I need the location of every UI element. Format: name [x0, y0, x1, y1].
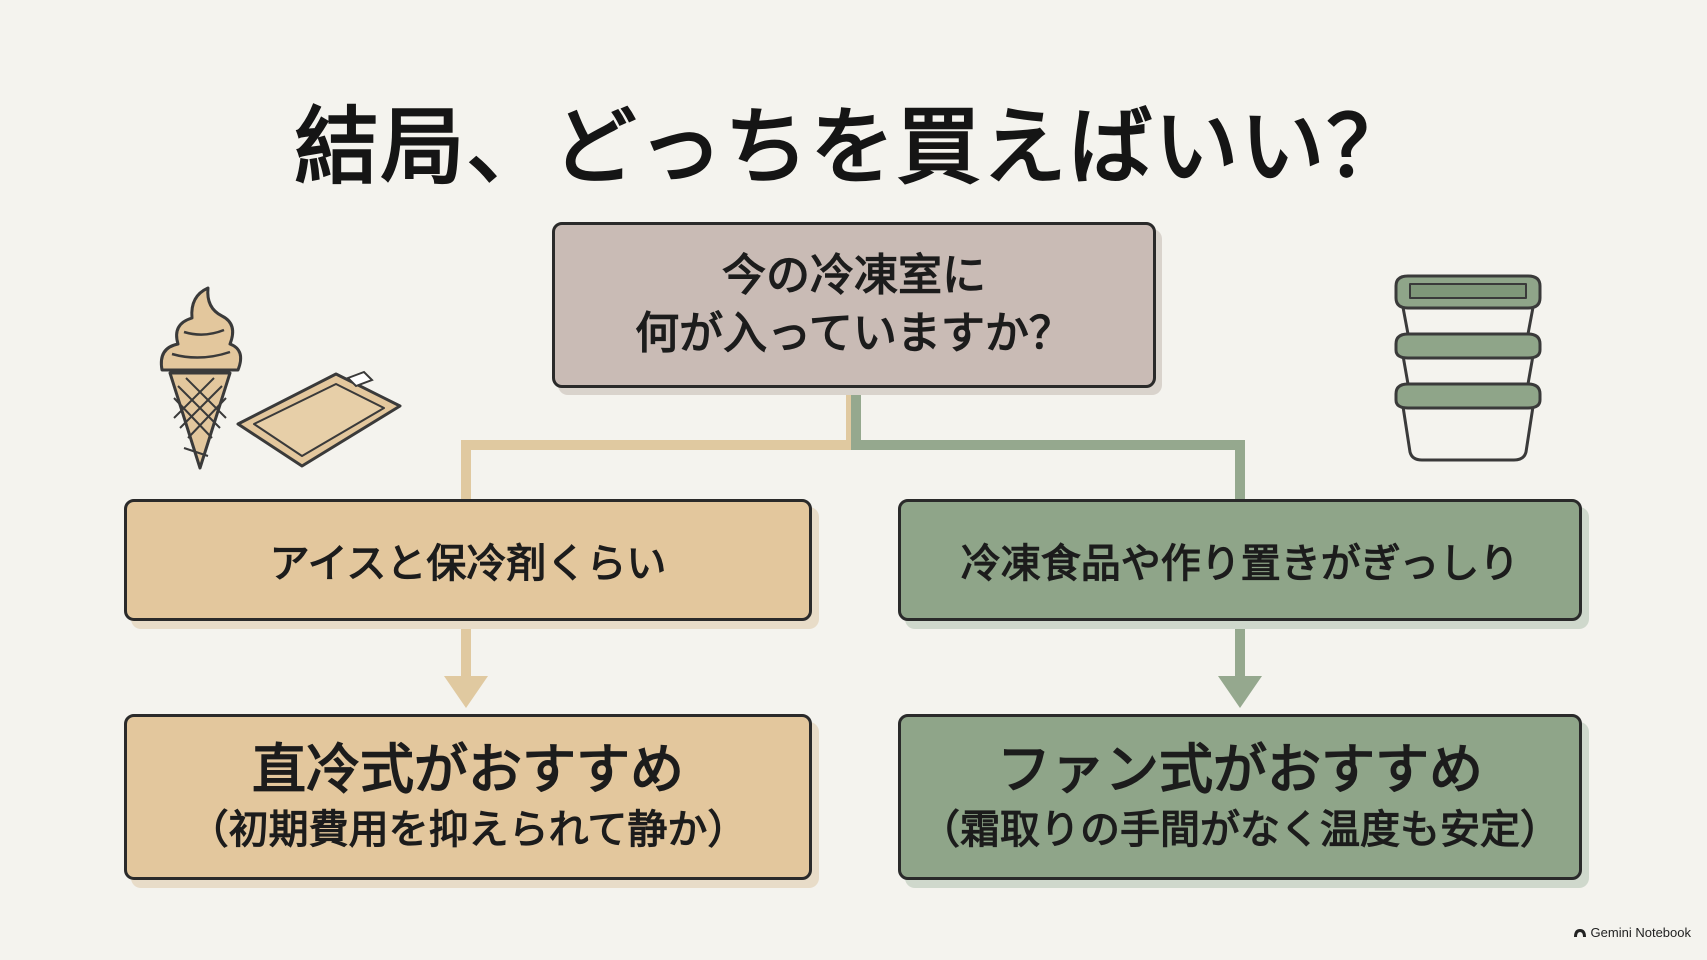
recommendation-box-right: ファン式がおすすめ （霜取りの手間がなく温度も安定） — [898, 714, 1582, 880]
ice-cream-cone-icon — [159, 286, 243, 470]
brand-watermark: Gemini Notebook — [1573, 925, 1691, 940]
connector-left — [461, 390, 856, 499]
recommendation-box-left: 直冷式がおすすめ （初期費用を抑えられて静か） — [124, 714, 812, 880]
arrow-right-head — [1218, 676, 1262, 708]
question-box: 今の冷凍室に 何が入っていますか？ — [552, 222, 1156, 388]
recommendation-right-reason: （霜取りの手間がなく温度も安定） — [920, 807, 1560, 853]
recommendation-left-title: 直冷式がおすすめ — [252, 738, 684, 801]
question-line-1: 今の冷凍室に — [722, 250, 986, 301]
page-title: 結局、どっちを買えばいい？ — [294, 98, 1413, 196]
brand-label: Gemini Notebook — [1590, 925, 1691, 940]
connector-right — [851, 390, 1245, 499]
brand-logo-icon — [1573, 928, 1586, 937]
question-line-2: 何が入っていますか？ — [635, 308, 1073, 359]
ice-pack-icon — [236, 370, 402, 468]
recommendation-right-title: ファン式がおすすめ — [997, 738, 1483, 801]
answer-box-left: アイスと保冷剤くらい — [124, 499, 812, 621]
answer-box-right: 冷凍食品や作り置きがぎっしり — [898, 499, 1582, 621]
recommendation-left-reason: （初期費用を抑えられて静か） — [188, 807, 748, 853]
arrow-left-head — [444, 676, 488, 708]
stacked-food-containers-icon — [1394, 274, 1542, 462]
answer-left-label: アイスと保冷剤くらい — [269, 541, 667, 587]
answer-right-label: 冷凍食品や作り置きがぎっしり — [960, 541, 1520, 587]
